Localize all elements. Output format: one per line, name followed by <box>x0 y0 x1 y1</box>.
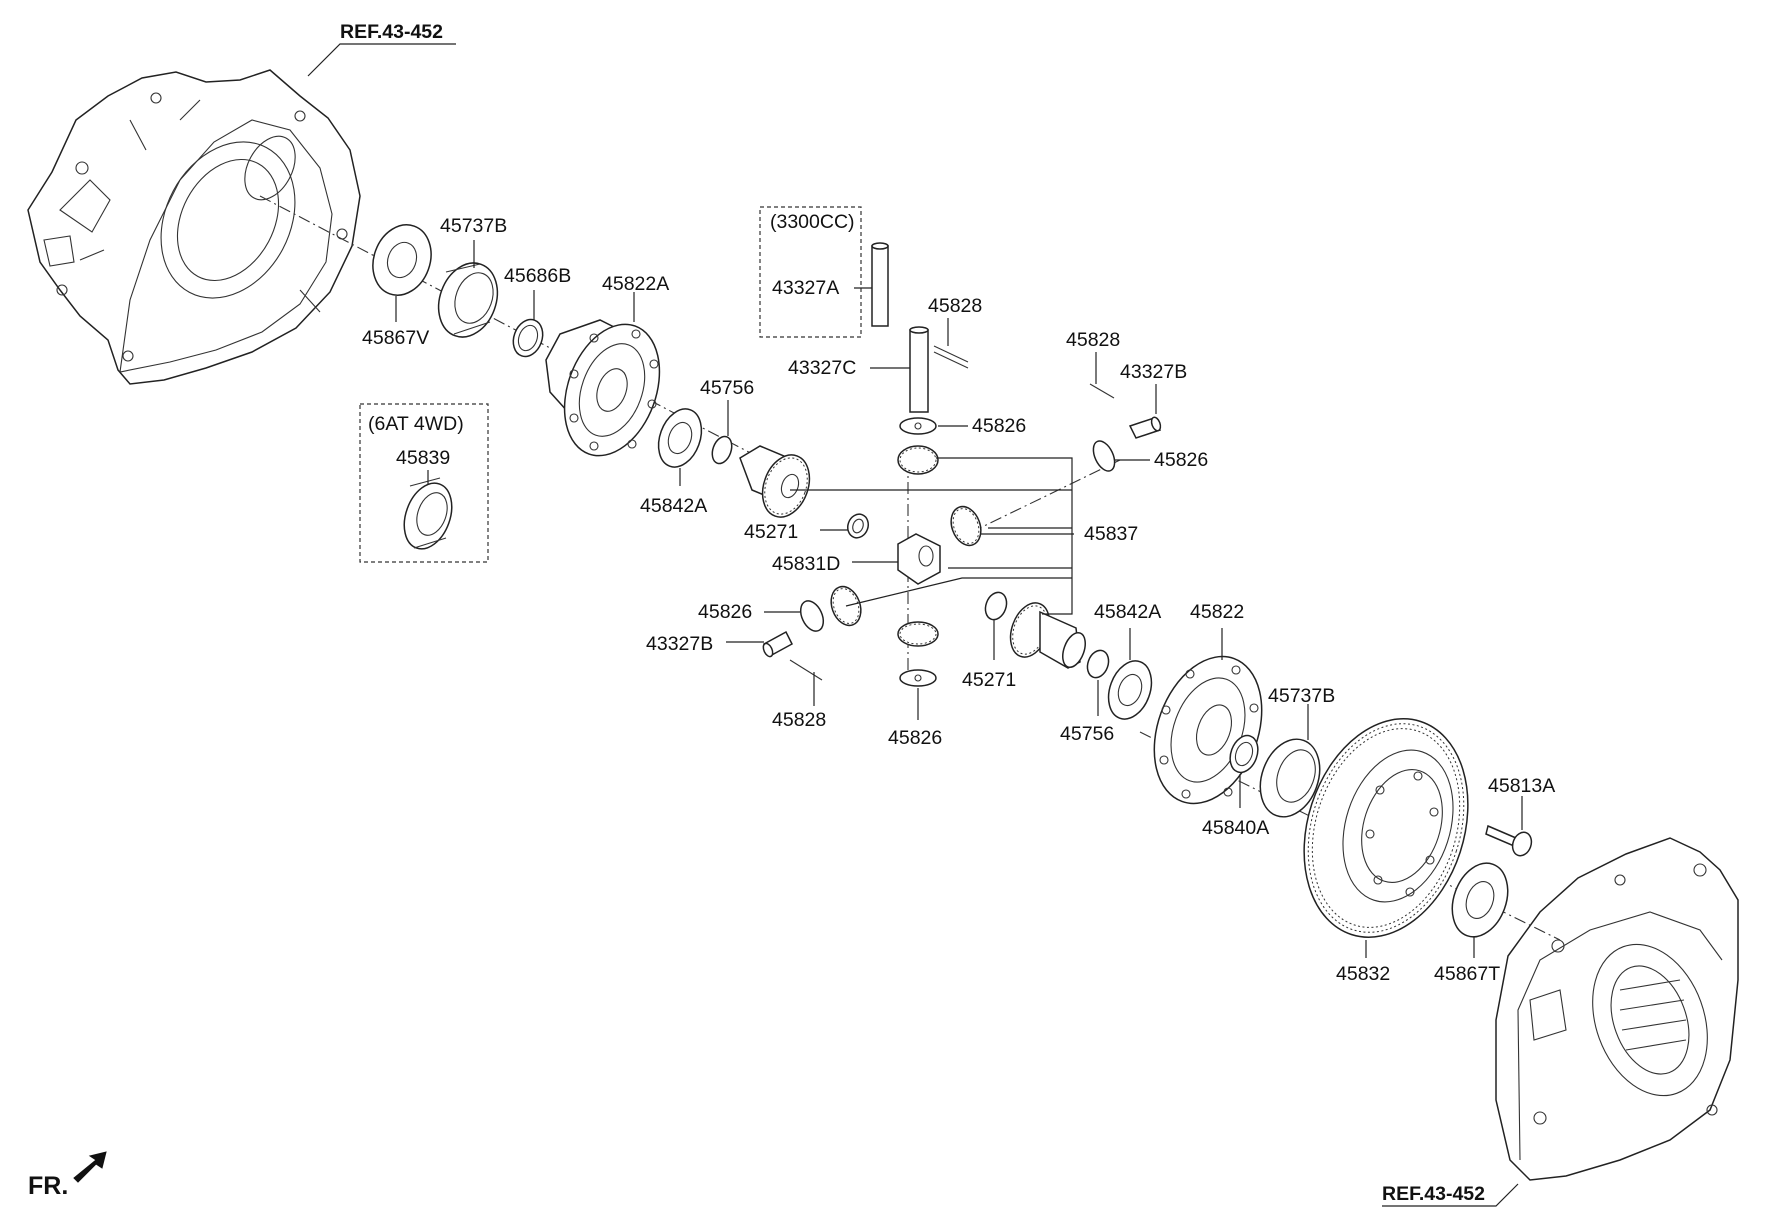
group-box-6at-4wd <box>359 403 489 563</box>
part-45832-ring-gear[interactable] <box>1277 697 1495 958</box>
callout-45831D[interactable]: 45831D <box>772 553 840 575</box>
group-box-3300cc <box>759 206 862 338</box>
part-45826-washer-right[interactable] <box>1089 438 1119 475</box>
callout-45686B[interactable]: 45686B <box>504 265 571 287</box>
part-45813A-bolt[interactable] <box>1485 824 1535 858</box>
part-45737B-bearing-upper[interactable] <box>429 255 508 346</box>
part-45837-side-gear-lower[interactable] <box>1004 598 1090 671</box>
callout-45826-left[interactable]: 45826 <box>698 601 752 623</box>
part-45826-washer-left[interactable] <box>796 597 828 634</box>
part-45828-pin-upper-right[interactable] <box>1089 383 1115 399</box>
part-45826-washer-bottom[interactable] <box>899 669 937 687</box>
callout-43327B-upper-right[interactable]: 43327B <box>1120 361 1187 383</box>
part-45271-washer-upper[interactable] <box>844 511 871 540</box>
part-43327A-shaft[interactable] <box>871 242 889 327</box>
part-45842A-washer-upper[interactable] <box>651 403 709 473</box>
callout-45837[interactable]: 45837 <box>1084 523 1138 545</box>
callout-45828-upper[interactable]: 45828 <box>928 295 982 317</box>
callout-45826-right[interactable]: 45826 <box>1154 449 1208 471</box>
group-label-3300cc: (3300CC) <box>770 211 855 233</box>
callout-45867V[interactable]: 45867V <box>362 327 429 349</box>
callout-45839[interactable]: 45839 <box>396 447 450 469</box>
callout-45271-lower[interactable]: 45271 <box>962 669 1016 691</box>
grouping-bracket <box>790 457 1073 615</box>
ref-label-bottom[interactable]: REF.43-452 <box>1382 1183 1485 1205</box>
part-45756-ring-lower[interactable] <box>1084 647 1112 680</box>
callout-45828-lower[interactable]: 45828 <box>772 709 826 731</box>
front-direction-label: FR. <box>28 1172 68 1200</box>
callout-45826-bottom[interactable]: 45826 <box>888 727 942 749</box>
callout-45737B-upper[interactable]: 45737B <box>440 215 507 237</box>
callout-43327C[interactable]: 43327C <box>788 357 856 379</box>
part-45828-pin-lower[interactable] <box>789 659 823 681</box>
part-45756-ring-upper[interactable] <box>709 434 735 466</box>
leader-ref-bottom <box>1382 1183 1519 1207</box>
callout-45842A-lower[interactable]: 45842A <box>1094 601 1161 623</box>
part-45867T-shim[interactable] <box>1443 855 1518 944</box>
part-45822A-diff-case[interactable] <box>545 311 677 469</box>
callout-45756-lower[interactable]: 45756 <box>1060 723 1114 745</box>
callout-43327A[interactable]: 43327A <box>772 277 839 299</box>
part-45831D-pinion-block[interactable] <box>897 533 941 585</box>
part-45840A-seal[interactable] <box>1225 732 1262 777</box>
part-45837-side-gear-right[interactable] <box>946 502 986 549</box>
front-arrow-icon <box>73 1151 107 1183</box>
callout-45832[interactable]: 45832 <box>1336 963 1390 985</box>
callout-45271-upper[interactable]: 45271 <box>744 521 798 543</box>
callout-45822A[interactable]: 45822A <box>602 273 669 295</box>
part-45822-diff-case[interactable] <box>1135 641 1281 818</box>
part-45828-pin-upper[interactable] <box>933 345 969 369</box>
callout-45737B-lower[interactable]: 45737B <box>1268 685 1335 707</box>
callout-45756-upper[interactable]: 45756 <box>700 377 754 399</box>
part-45842A-washer-lower[interactable] <box>1101 655 1159 725</box>
part-pinion-gear-top[interactable] <box>897 445 939 475</box>
pinion-axis-diagonal <box>979 459 1121 529</box>
callout-45828-upper-right[interactable]: 45828 <box>1066 329 1120 351</box>
part-45837-side-gear-upper[interactable] <box>739 445 818 524</box>
leader-ref-top <box>307 43 456 77</box>
part-45737B-bearing-lower[interactable] <box>1250 731 1330 825</box>
callout-45826-top[interactable]: 45826 <box>972 415 1026 437</box>
part-45271-washer-lower[interactable] <box>982 589 1010 622</box>
callout-45840A[interactable]: 45840A <box>1202 817 1269 839</box>
part-43327C-shaft[interactable] <box>909 326 929 413</box>
transaxle-case-top-left[interactable] <box>27 69 361 385</box>
part-pinion-gear-bottom[interactable] <box>897 621 939 647</box>
callout-43327B-lower[interactable]: 43327B <box>646 633 713 655</box>
part-45867V-shim[interactable] <box>363 217 440 304</box>
group-label-6at-4wd: (6AT 4WD) <box>368 413 464 435</box>
ref-label-top[interactable]: REF.43-452 <box>340 21 443 43</box>
part-43327B-pin-lower[interactable] <box>761 630 793 658</box>
part-45686B-seal[interactable] <box>508 315 547 360</box>
callout-45867T[interactable]: 45867T <box>1434 963 1500 985</box>
part-45839-bearing[interactable] <box>396 477 461 556</box>
callout-45842A-upper[interactable]: 45842A <box>640 495 707 517</box>
transaxle-case-bottom-right[interactable] <box>1495 837 1739 1181</box>
part-43327B-pin-upper-right[interactable] <box>1128 416 1162 439</box>
callout-45822[interactable]: 45822 <box>1190 601 1244 623</box>
part-45826-washer-top[interactable] <box>899 417 937 435</box>
callout-45813A[interactable]: 45813A <box>1488 775 1555 797</box>
